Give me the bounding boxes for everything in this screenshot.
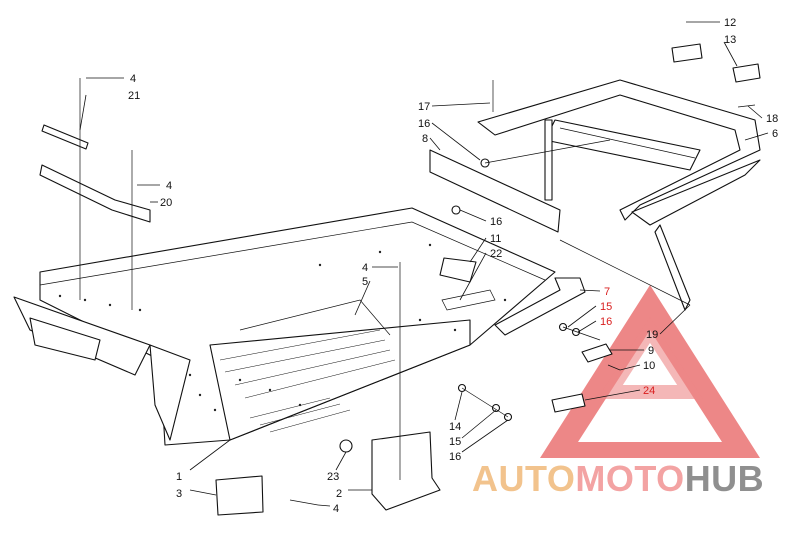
- callout-c7: 7: [604, 286, 610, 298]
- callout-c16a: 16: [418, 118, 430, 130]
- callout-c4b: 4: [166, 180, 172, 192]
- callout-c16b: 16: [490, 216, 502, 228]
- callout-c10: 10: [643, 360, 655, 372]
- callout-c15b: 15: [449, 436, 461, 448]
- reflector-9: [581, 343, 613, 363]
- callout-c18: 18: [766, 113, 778, 125]
- assembly-lines: [79, 110, 611, 480]
- bracket-20: [39, 164, 151, 223]
- nut-16c: [571, 327, 581, 337]
- tube-7: [494, 277, 586, 336]
- callout-labels: 4214201716812131861611224571516199102414…: [128, 17, 778, 515]
- callout-c24: 24: [643, 385, 655, 397]
- watermark-triangle-icon: [540, 285, 760, 458]
- callout-c16c: 16: [600, 316, 612, 328]
- callout-c8: 8: [422, 133, 428, 145]
- floor-pan: [13, 207, 556, 446]
- callout-c13: 13: [724, 34, 736, 46]
- grommet-23: [339, 439, 353, 453]
- small-parts: [39, 78, 756, 516]
- rivet-4d: [289, 499, 319, 506]
- logo-part-hub: HUB: [684, 458, 765, 499]
- callout-c19: 19: [646, 329, 658, 341]
- nut-16b: [451, 205, 461, 215]
- callout-c20: 20: [160, 197, 172, 209]
- logo-part-auto: AUTO: [472, 458, 576, 499]
- callout-c12: 12: [724, 17, 736, 29]
- leader-lines: [79, 21, 769, 507]
- screw-10: [607, 364, 621, 371]
- callout-c21: 21: [128, 90, 140, 102]
- callout-c14: 14: [449, 421, 461, 433]
- automotohub-logo: AUTOMOTOHUB: [472, 458, 764, 500]
- callout-c9: 9: [648, 345, 654, 357]
- callout-c11: 11: [490, 233, 501, 245]
- callout-c4d: 4: [333, 503, 339, 515]
- bracket-2: [371, 431, 441, 511]
- callout-c16d: 16: [449, 451, 461, 463]
- logo-part-moto: MOTO: [575, 458, 685, 499]
- callout-c22: 22: [490, 248, 502, 260]
- washer-15b: [491, 403, 501, 413]
- callout-c6: 6: [772, 128, 778, 140]
- screw-18: [737, 104, 756, 108]
- callout-c23: 23: [327, 471, 339, 483]
- callout-c4a: 4: [130, 73, 136, 85]
- callout-c2: 2: [336, 488, 342, 500]
- callout-c5: 5: [362, 276, 368, 288]
- plate-24: [551, 393, 586, 413]
- callout-c15a: 15: [600, 301, 612, 313]
- plate-3: [215, 475, 264, 516]
- floor-rivets: [58, 243, 507, 412]
- rear-rack: [429, 43, 761, 311]
- callout-c3: 3: [176, 488, 182, 500]
- callout-c17: 17: [418, 101, 430, 113]
- callout-c1: 1: [176, 471, 182, 483]
- plate-21: [41, 124, 89, 150]
- callout-c4c: 4: [362, 262, 368, 274]
